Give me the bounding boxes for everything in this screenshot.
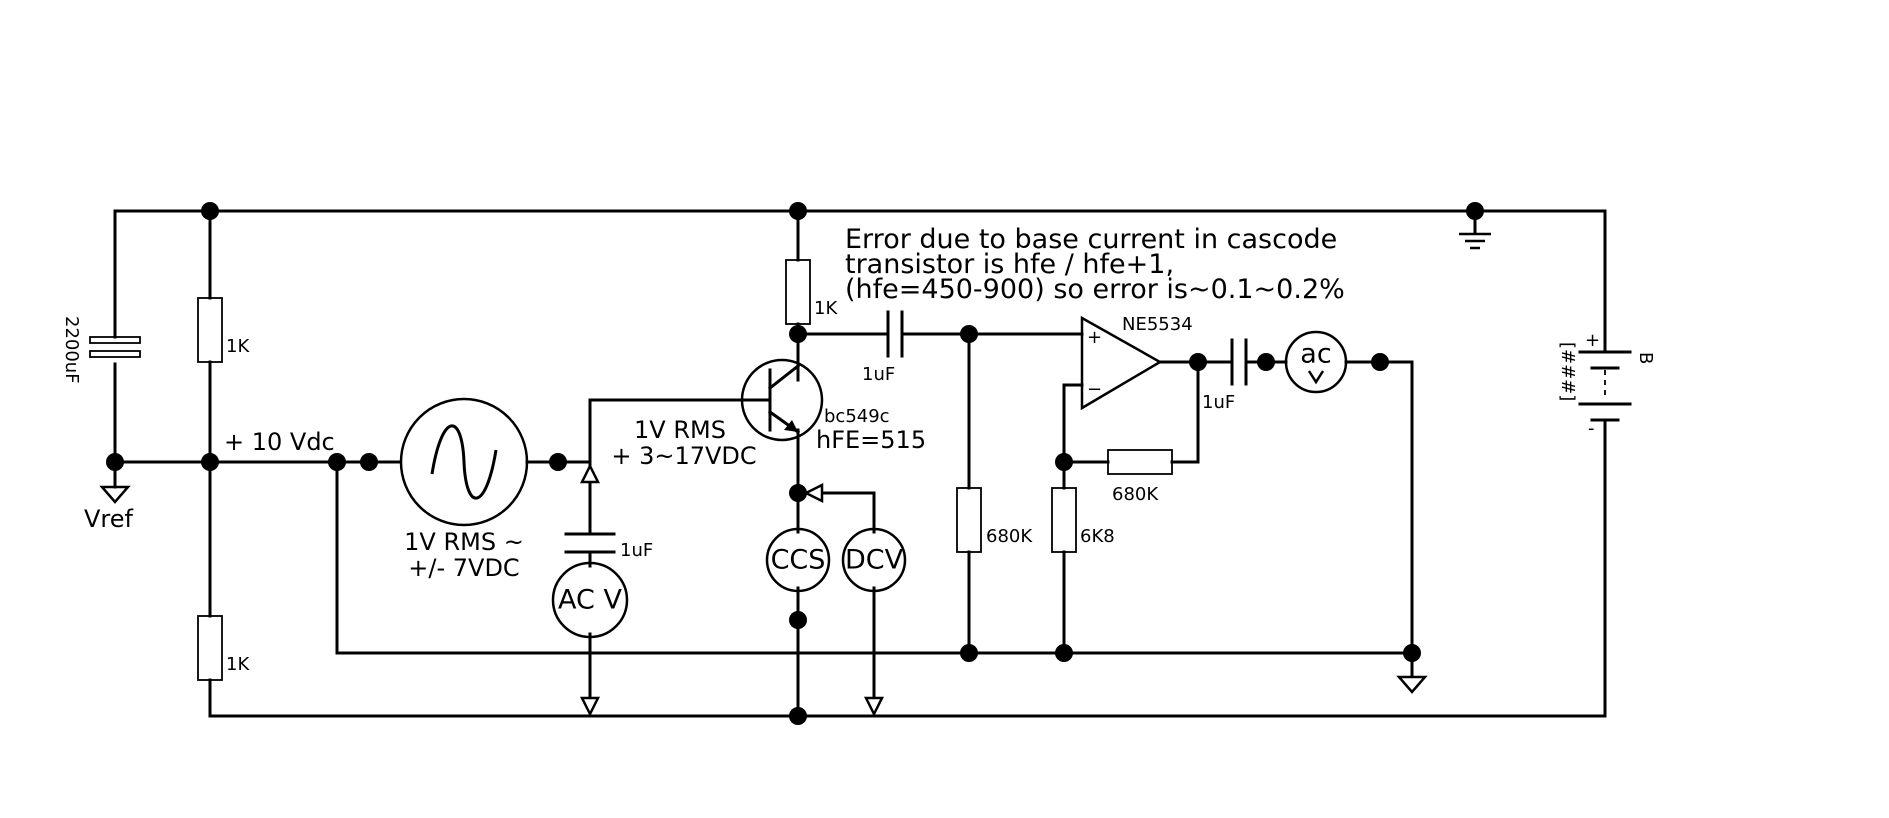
label-vref: Vref bbox=[84, 505, 134, 533]
note-line-2: transistor is hfe / hfe+1, bbox=[845, 249, 1174, 280]
svg-text:ac: ac bbox=[1300, 339, 1331, 370]
resistor-r-bias bbox=[956, 487, 982, 553]
opamp: + − bbox=[1080, 315, 1163, 411]
label-10vdc: + 10 Vdc bbox=[224, 428, 335, 456]
label-r-collector: 1K bbox=[814, 298, 838, 319]
labels: Error due to base current in cascode tra… bbox=[61, 224, 1656, 675]
ac-meter: ac bbox=[1284, 330, 1348, 394]
resistor-r-bottom bbox=[197, 615, 223, 681]
capacitor-reservoir bbox=[89, 336, 141, 358]
label-battery-plus: + bbox=[1585, 330, 1600, 351]
ground-symbol-return bbox=[1396, 675, 1428, 694]
label-generator-1: 1V RMS ~ bbox=[404, 528, 524, 556]
label-generator-2: +/- 7VDC bbox=[408, 554, 519, 582]
label-c-ac-meter: 1uF bbox=[620, 540, 653, 561]
label-base-signal-2: + 3~17VDC bbox=[611, 442, 756, 470]
signal-generator bbox=[399, 397, 529, 527]
svg-text:CCS: CCS bbox=[771, 545, 826, 576]
note-line-1: Error due to base current in cascode bbox=[845, 224, 1337, 255]
label-battery-minus: - bbox=[1588, 418, 1595, 439]
label-r-feedback: 680K bbox=[1112, 484, 1159, 505]
resistor-r-feedback bbox=[1107, 449, 1173, 475]
junctions bbox=[106, 202, 1484, 725]
probe-arrows bbox=[579, 463, 885, 717]
vref-symbol bbox=[99, 460, 131, 504]
note-line-3: (hfe=450-900) so error is~0.1~0.2% bbox=[845, 274, 1345, 305]
battery bbox=[1578, 350, 1632, 422]
svg-text:DCV: DCV bbox=[845, 545, 904, 576]
dc-voltmeter: DCV bbox=[841, 527, 907, 593]
resistor-r-ground bbox=[1051, 487, 1077, 553]
label-battery-name: B bbox=[1635, 352, 1656, 364]
svg-text:−: − bbox=[1087, 379, 1102, 400]
label-c-reservoir: 2200uF bbox=[61, 316, 82, 384]
label-base-signal-1: 1V RMS bbox=[634, 416, 726, 444]
label-c-coupling: 1uF bbox=[862, 364, 895, 385]
capacitor-coupling bbox=[886, 310, 928, 358]
label-r-bottom: 1K bbox=[226, 654, 250, 675]
svg-text:AC V: AC V bbox=[558, 585, 622, 616]
ground-symbol-top bbox=[1459, 209, 1491, 250]
label-r-ground: 6K8 bbox=[1080, 526, 1115, 547]
label-transistor: bc549c bbox=[824, 406, 890, 427]
label-r-top: 1K bbox=[226, 336, 250, 357]
label-opamp: NE5534 bbox=[1122, 314, 1193, 335]
ac-voltmeter: AC V bbox=[551, 561, 629, 639]
resistor-r-collector bbox=[785, 259, 811, 325]
label-battery-ref: [###] bbox=[1557, 342, 1578, 401]
capacitor-output bbox=[1230, 338, 1248, 386]
npn-transistor bbox=[738, 322, 824, 442]
svg-text:+: + bbox=[1087, 327, 1102, 348]
resistor-r-top bbox=[197, 297, 223, 363]
label-hfe: hFE=515 bbox=[816, 426, 926, 454]
label-r-bias: 680K bbox=[986, 526, 1033, 547]
capacitor-ac-meter bbox=[564, 532, 616, 554]
current-source: CCS bbox=[765, 527, 831, 593]
label-c-output: 1uF bbox=[1202, 392, 1235, 413]
